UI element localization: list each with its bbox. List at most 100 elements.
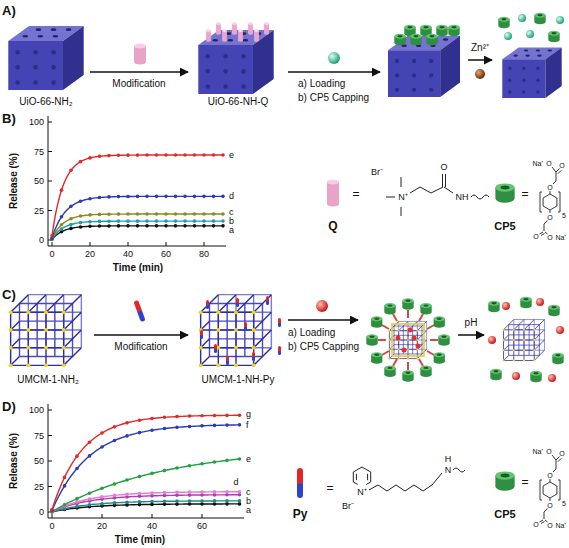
curve-marker — [225, 423, 229, 427]
release-curve — [52, 504, 240, 512]
curve-marker — [150, 491, 154, 495]
curve-marker — [202, 195, 206, 199]
curve-marker — [183, 195, 187, 199]
cp5-cup — [402, 370, 413, 381]
release-curve — [52, 492, 240, 512]
curve-marker — [125, 434, 129, 438]
curve-marker — [126, 219, 130, 223]
curve-marker — [117, 195, 121, 199]
curve-marker — [193, 212, 197, 216]
material-name: UMCM-1-NH₂ — [17, 374, 79, 388]
cp5-caps — [394, 25, 459, 45]
cargo-sphere — [504, 32, 512, 40]
curve-marker — [188, 414, 192, 418]
release-curve — [52, 221, 223, 239]
cargo-sphere — [512, 372, 520, 380]
tick-label: 100 — [29, 406, 44, 415]
cp5-icon — [495, 471, 514, 490]
tick-label: 25 — [34, 482, 44, 491]
curve-marker — [145, 153, 149, 157]
curve-marker — [100, 502, 104, 506]
cp5-cup — [490, 369, 501, 380]
axis-title: Time (min) — [113, 263, 163, 273]
curve-marker — [136, 219, 140, 223]
cargo-dot — [402, 348, 407, 353]
cp5-cup — [371, 316, 382, 327]
curve-marker — [117, 219, 121, 223]
cp5-cup — [394, 34, 405, 45]
curve-marker — [183, 224, 187, 228]
cargo-sphere — [518, 14, 526, 22]
curve-marker — [136, 195, 140, 199]
curve-marker — [145, 212, 149, 216]
q-stick-icon — [134, 60, 146, 65]
curve-label: e — [229, 151, 234, 160]
curve-marker — [113, 425, 117, 429]
material-name: UiO-66-NH₂ — [19, 96, 72, 110]
cargo-sphere — [536, 298, 544, 306]
curve-marker — [183, 219, 187, 223]
structure-atom: O — [547, 214, 552, 221]
curve-marker — [69, 169, 73, 173]
curve-marker — [117, 224, 121, 228]
cp5-cup — [402, 298, 413, 309]
process-arrow — [458, 334, 484, 336]
curve-marker — [238, 457, 242, 461]
curve-marker — [69, 223, 73, 227]
curve-marker — [63, 503, 67, 507]
curve-marker — [163, 416, 167, 420]
curve-marker — [50, 508, 54, 512]
cp5-cup — [384, 303, 395, 314]
tick-label: 50 — [34, 177, 44, 186]
pore-frame — [392, 324, 424, 356]
mof-illustration-node — [360, 294, 456, 386]
curve-marker — [150, 417, 154, 421]
py-rod — [200, 330, 203, 339]
curve-marker — [138, 500, 142, 504]
structure-atom: O — [533, 521, 538, 528]
curve-marker — [188, 464, 192, 468]
chart-tick — [48, 410, 52, 411]
structure-atom: H — [445, 455, 452, 464]
curve-label: a — [246, 506, 251, 515]
mof-lattice — [502, 320, 544, 362]
material-name: UiO-66-NH-Q — [208, 96, 269, 110]
curve-marker — [138, 418, 142, 422]
structure-atom: Na⁺ — [556, 234, 567, 241]
curve-marker — [202, 219, 206, 223]
curve-marker — [75, 500, 79, 504]
curve-marker — [200, 424, 204, 428]
py-rod — [244, 322, 247, 331]
curve-marker — [238, 490, 242, 494]
q-stick — [232, 22, 237, 34]
curve-marker — [174, 224, 178, 228]
curve-marker — [212, 224, 216, 228]
tick-label: 0 — [49, 250, 54, 259]
chart-tick — [204, 242, 205, 246]
curve-marker — [221, 153, 225, 157]
curve-marker — [212, 219, 216, 223]
q-structure-bonds — [386, 174, 489, 216]
cp5-cup — [371, 352, 382, 363]
curve-marker — [175, 426, 179, 430]
curve-marker — [63, 476, 67, 480]
curve-marker — [175, 466, 179, 470]
curve-marker — [100, 495, 104, 499]
curve-marker — [221, 219, 225, 223]
curve-marker — [117, 212, 121, 216]
q-stick — [248, 22, 253, 34]
curve-marker — [98, 220, 102, 224]
cp5-icon — [495, 183, 514, 202]
curve-marker — [113, 482, 117, 486]
structure-atom: Br⁻ — [371, 168, 383, 177]
py-rod — [252, 352, 255, 361]
curve-marker — [163, 500, 167, 504]
curve-marker — [60, 223, 64, 227]
curve-marker — [225, 459, 229, 463]
curve-marker — [98, 154, 102, 158]
chart-tick — [166, 242, 167, 246]
cp5-cup — [548, 31, 559, 42]
mof-illustration-node — [494, 10, 566, 110]
curve-marker — [69, 205, 73, 209]
cp5-cup — [438, 334, 449, 345]
